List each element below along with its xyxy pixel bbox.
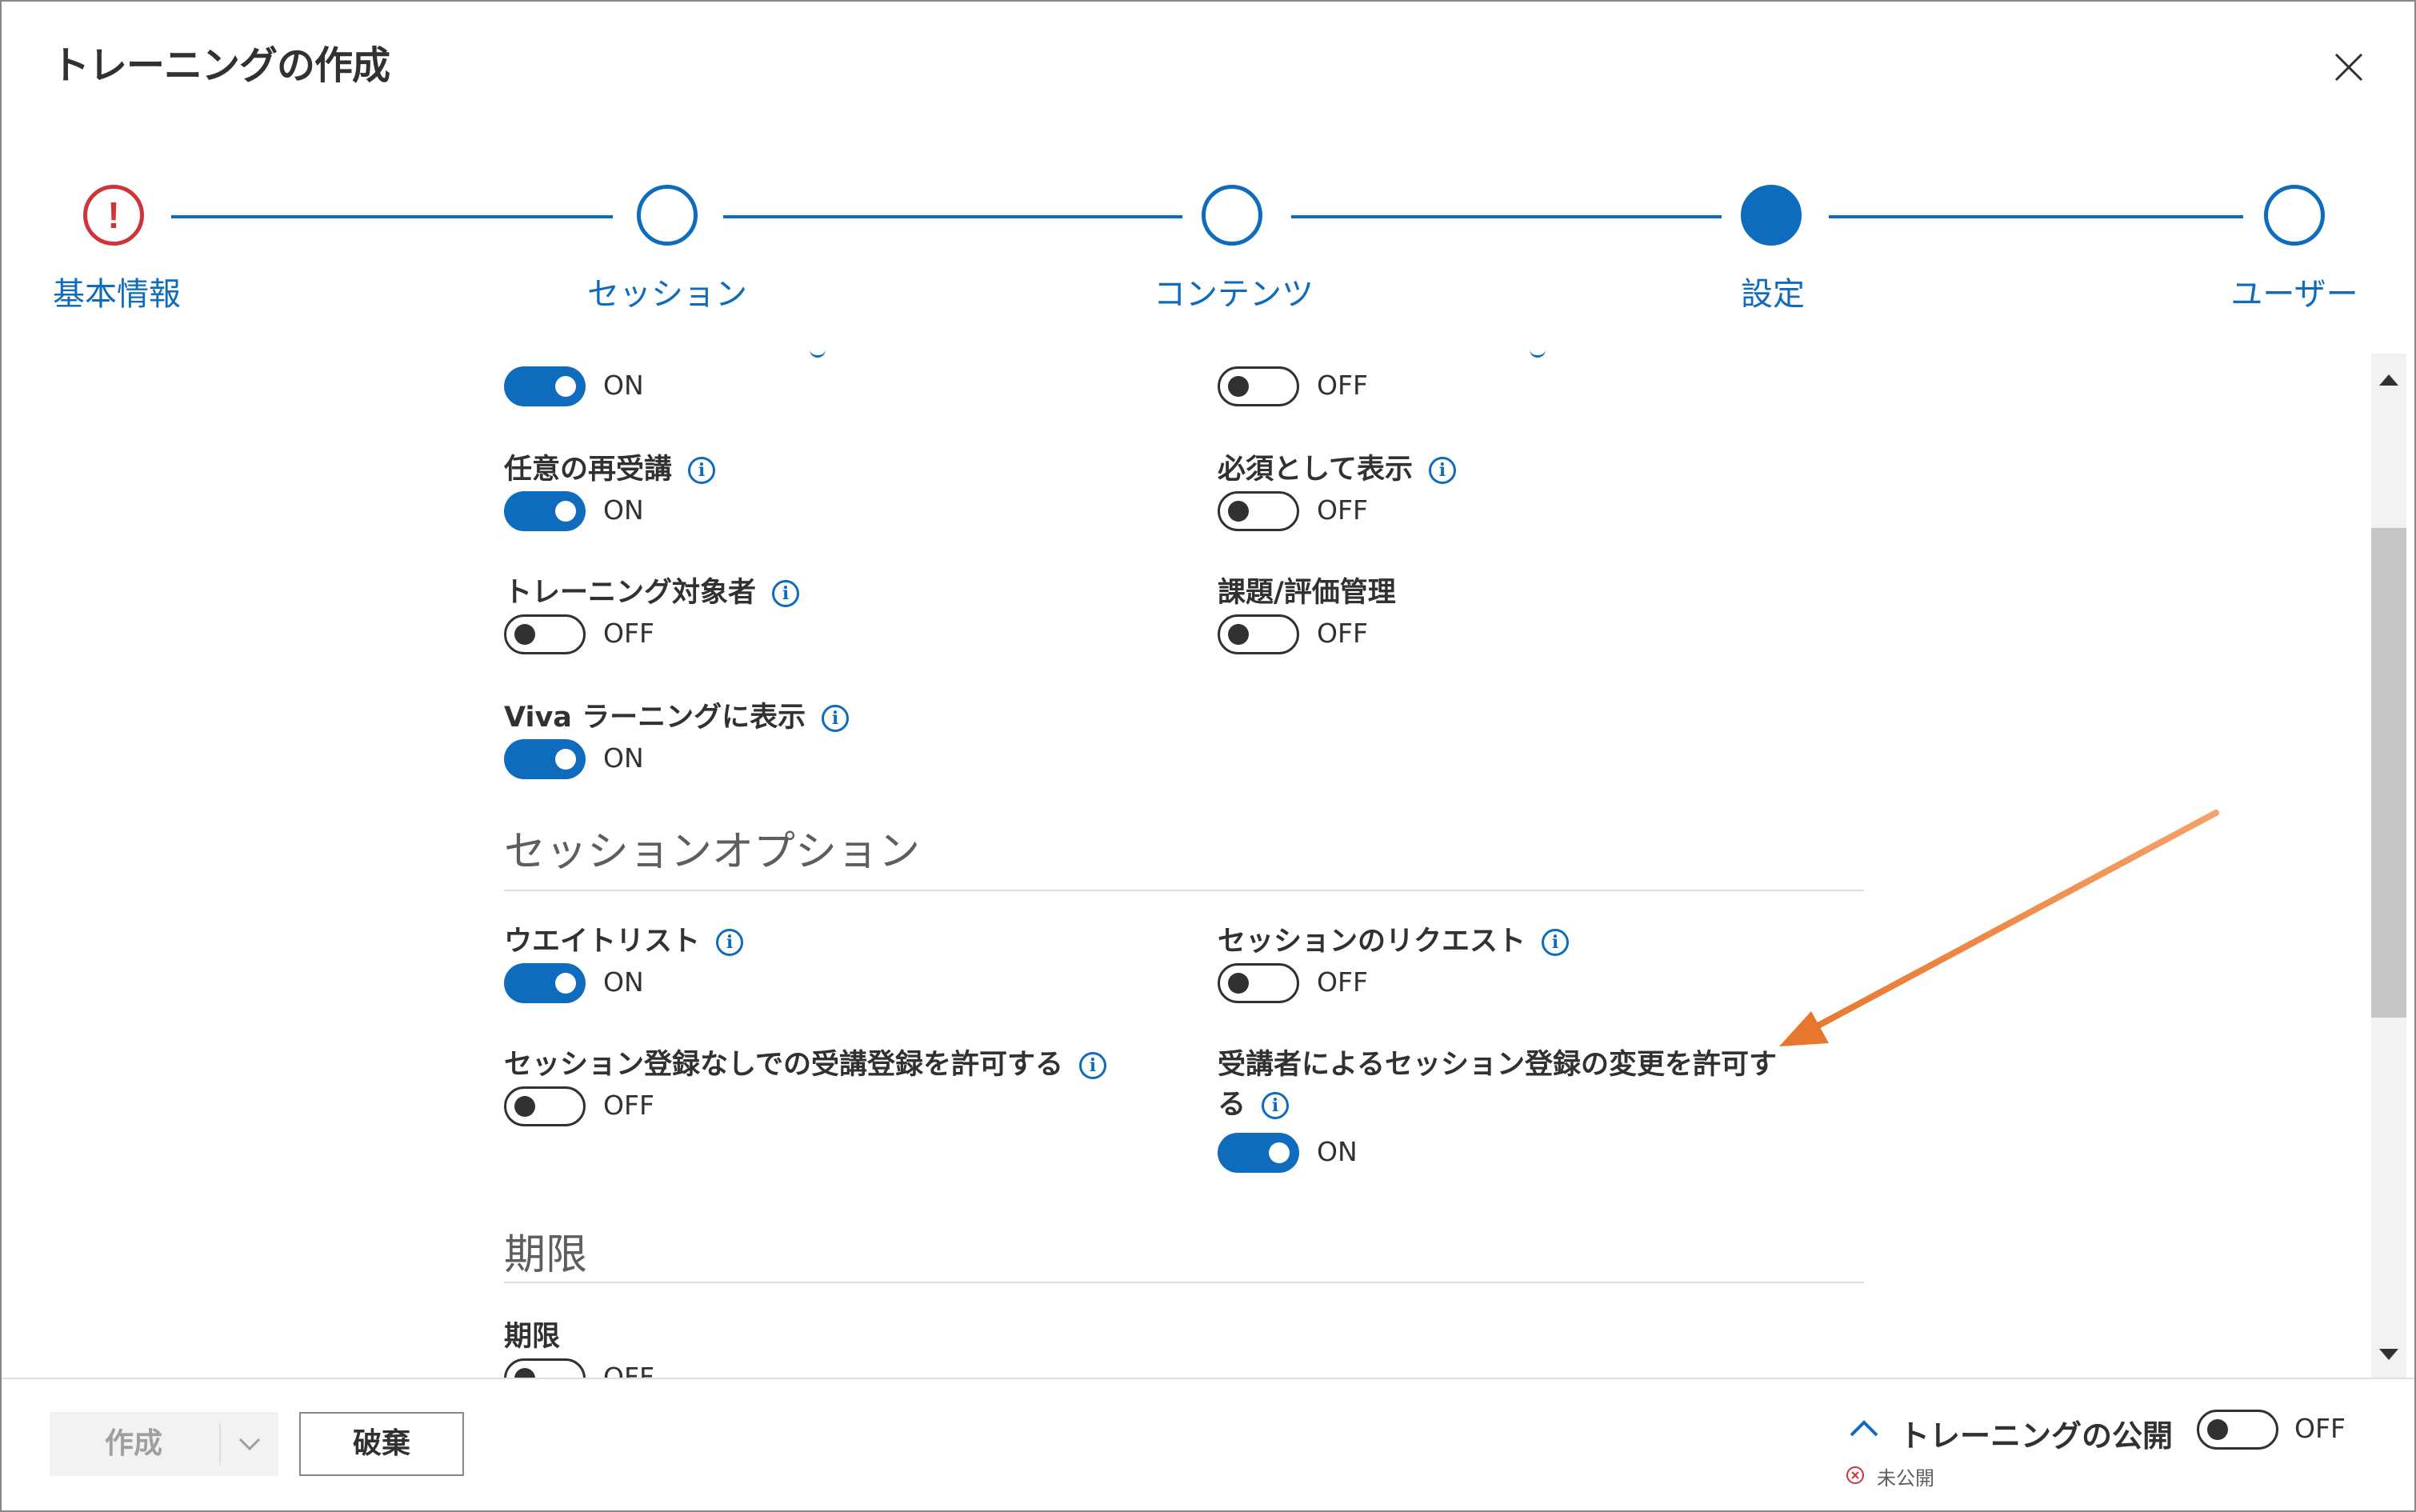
- allow-without-session-state: OFF: [603, 1090, 654, 1121]
- show-as-required-state: OFF: [1317, 494, 1368, 526]
- top-left-toggle-state: ON: [603, 370, 644, 401]
- step-label-settings[interactable]: 設定: [1741, 276, 1805, 313]
- step-users-circle[interactable]: [2264, 185, 2325, 246]
- section-divider: [504, 1282, 1864, 1283]
- deadline-heading: 期限: [504, 1231, 588, 1279]
- step-content-circle[interactable]: [1202, 185, 1262, 246]
- scroll-down-arrow-icon[interactable]: [2371, 1336, 2406, 1371]
- publish-status-text: 未公開: [1877, 1467, 1934, 1490]
- top-right-toggle-state: OFF: [1317, 370, 1368, 401]
- allow-session-change-label-line1: 受講者によるセッション登録の変更を許可す: [1218, 1049, 1777, 1081]
- step-connector: [723, 215, 1182, 218]
- waitlist-state: ON: [603, 966, 644, 998]
- top-left-toggle[interactable]: [504, 366, 586, 406]
- viva-learning-state: ON: [603, 742, 644, 774]
- deadline-state: OFF: [603, 1362, 654, 1378]
- session-options-heading: セッションオプション: [504, 828, 921, 876]
- discard-button[interactable]: 破棄: [299, 1412, 464, 1476]
- deadline-label: 期限: [504, 1321, 561, 1353]
- show-as-required-toggle[interactable]: [1218, 491, 1299, 531]
- split-separator: [219, 1423, 221, 1465]
- info-icon[interactable]: i: [772, 580, 800, 607]
- training-audience-state: OFF: [603, 618, 654, 649]
- assignment-grading-state: OFF: [1317, 618, 1368, 649]
- allow-session-change-state: ON: [1317, 1136, 1358, 1167]
- dialog-title: トレーニングの作成: [51, 43, 390, 88]
- training-audience-toggle[interactable]: [504, 614, 586, 654]
- scroll-up-arrow-icon[interactable]: [2371, 363, 2406, 398]
- step-settings-circle[interactable]: [1741, 185, 1802, 246]
- waitlist-toggle[interactable]: [504, 963, 586, 1003]
- info-icon[interactable]: i: [1542, 929, 1570, 956]
- optional-retake-state: ON: [603, 494, 644, 526]
- chevron-up-icon[interactable]: [1846, 1414, 1882, 1442]
- publish-toggle-state: OFF: [2294, 1413, 2346, 1444]
- info-icon[interactable]: i: [688, 457, 716, 484]
- close-icon[interactable]: [2328, 46, 2370, 88]
- session-request-toggle[interactable]: [1218, 963, 1299, 1003]
- clipped-label-mark: [1530, 349, 1546, 358]
- create-split-button[interactable]: 作成: [50, 1412, 278, 1476]
- session-request-state: OFF: [1317, 966, 1368, 998]
- info-icon[interactable]: i: [1262, 1092, 1290, 1119]
- step-connector: [171, 215, 613, 218]
- step-connector: [1829, 215, 2243, 218]
- step-label-content[interactable]: コンテンツ: [1154, 276, 1314, 313]
- viva-learning-toggle[interactable]: [504, 739, 586, 779]
- step-label-basic-info[interactable]: 基本情報: [53, 276, 181, 313]
- step-label-users[interactable]: ユーザー: [2230, 276, 2358, 313]
- step-basic-info-error-icon[interactable]: !: [83, 185, 144, 246]
- step-connector: [1291, 215, 1722, 218]
- publish-training-label: トレーニングの公開: [1899, 1418, 2174, 1454]
- unpublished-status-icon: [1846, 1466, 1864, 1484]
- step-label-session[interactable]: セッション: [587, 276, 747, 313]
- deadline-toggle[interactable]: [504, 1358, 586, 1378]
- allow-session-change-toggle[interactable]: [1218, 1133, 1299, 1173]
- info-icon[interactable]: i: [1078, 1052, 1106, 1079]
- step-session-circle[interactable]: [637, 185, 698, 246]
- publish-toggle[interactable]: [2197, 1410, 2278, 1450]
- chevron-down-icon[interactable]: [221, 1412, 278, 1476]
- create-button-label: 作成: [104, 1427, 162, 1460]
- allow-without-session-toggle[interactable]: [504, 1086, 586, 1126]
- scrollbar-thumb[interactable]: [2371, 528, 2406, 1018]
- stepper: ! 基本情報 セッション コンテンツ 設定 ユーザー: [2, 2, 2414, 338]
- top-right-toggle[interactable]: [1218, 366, 1299, 406]
- clipped-label-mark: [810, 349, 826, 358]
- section-divider: [504, 890, 1864, 891]
- assignment-grading-label: 課題/評価管理: [1218, 577, 1396, 609]
- info-icon[interactable]: i: [822, 705, 850, 732]
- optional-retake-toggle[interactable]: [504, 491, 586, 531]
- info-icon[interactable]: i: [1428, 457, 1456, 484]
- info-icon[interactable]: i: [716, 929, 744, 956]
- assignment-grading-toggle[interactable]: [1218, 614, 1299, 654]
- footer-divider: [2, 1378, 2414, 1379]
- annotation-arrow: [1779, 810, 2219, 1046]
